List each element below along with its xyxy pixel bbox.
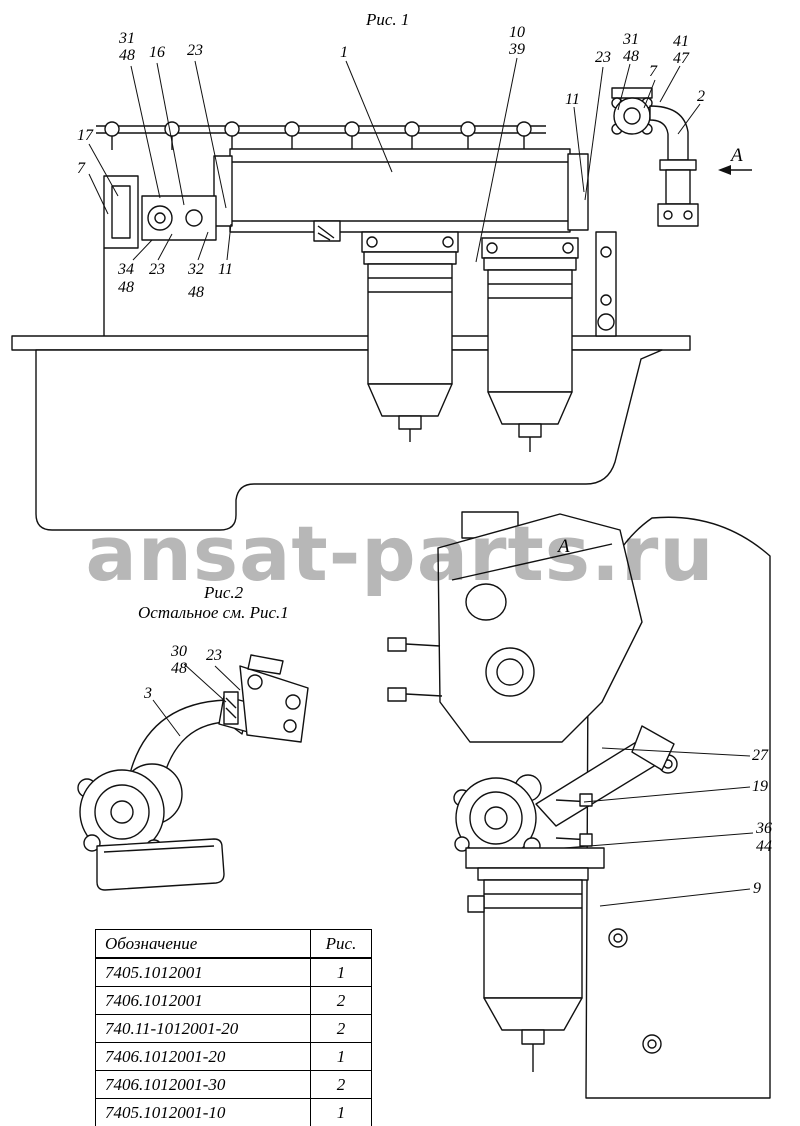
callout: 16 [149, 44, 165, 61]
view-a-arrow-icon [718, 165, 752, 175]
callout: 48 [188, 284, 204, 301]
callout: 31 [119, 30, 135, 47]
part-number-cell: 7406.1012001-30 [95, 1070, 311, 1099]
part-number-cell: 7405.1012001-10 [95, 1098, 311, 1126]
callout: 2 [697, 88, 705, 105]
callout: 11 [218, 261, 233, 278]
fig3-drawing [387, 511, 771, 1099]
fig-number-cell: 1 [310, 1098, 372, 1126]
callout: 48 [119, 47, 135, 64]
callout: 3 [144, 685, 152, 702]
fig-number-cell: 1 [310, 957, 372, 987]
callout: 41 [673, 33, 689, 50]
fig2-drawing [77, 654, 309, 891]
callout: 47 [673, 50, 689, 67]
fig-number-cell: 2 [310, 1070, 372, 1099]
fig-number-cell: 1 [310, 1042, 372, 1071]
callout: 44 [756, 838, 772, 855]
callout: 23 [149, 261, 165, 278]
table-header-row: Обозначение Рис. [95, 929, 372, 959]
fig3-leader-lines [563, 747, 754, 907]
part-number-cell: 7405.1012001 [95, 957, 311, 987]
callout: 48 [171, 660, 187, 677]
callout: 17 [77, 127, 93, 144]
callout: 32 [188, 261, 204, 278]
fig1-title: Рис. 1 [366, 10, 410, 29]
callout: 48 [623, 48, 639, 65]
callout: 39 [509, 41, 525, 58]
header-designation: Обозначение [95, 929, 311, 959]
callout: 23 [206, 647, 222, 664]
fig1-view-arrow-label: А [731, 145, 743, 166]
fig2-subtitle: Остальное см. Рис.1 [138, 603, 289, 622]
callout: 23 [595, 49, 611, 66]
callout: 27 [752, 747, 768, 764]
fig3-view-label: А [558, 536, 570, 557]
callout: 1 [340, 44, 348, 61]
fig2-title: Рис.2 [204, 583, 244, 602]
callout: 7 [649, 63, 657, 80]
callout: 34 [118, 261, 134, 278]
callout: 11 [565, 91, 580, 108]
callout: 36 [756, 820, 772, 837]
fig1-drawing [11, 87, 699, 531]
fig-number-cell: 2 [310, 986, 372, 1015]
fig2-leader-lines [152, 663, 241, 737]
callout: 19 [752, 778, 768, 795]
callout: 48 [118, 279, 134, 296]
part-number-cell: 7406.1012001 [95, 986, 311, 1015]
fig-number-cell: 2 [310, 1014, 372, 1043]
callout: 10 [509, 24, 525, 41]
part-number-cell: 740.11-1012001-20 [95, 1014, 311, 1043]
header-figure: Рис. [310, 929, 372, 959]
callout: 23 [187, 42, 203, 59]
callout: 31 [623, 31, 639, 48]
callout: 9 [753, 880, 761, 897]
part-number-cell: 7406.1012001-20 [95, 1042, 311, 1071]
callout: 30 [171, 643, 187, 660]
fig1-leader-lines [88, 57, 701, 263]
callout: 7 [77, 160, 85, 177]
